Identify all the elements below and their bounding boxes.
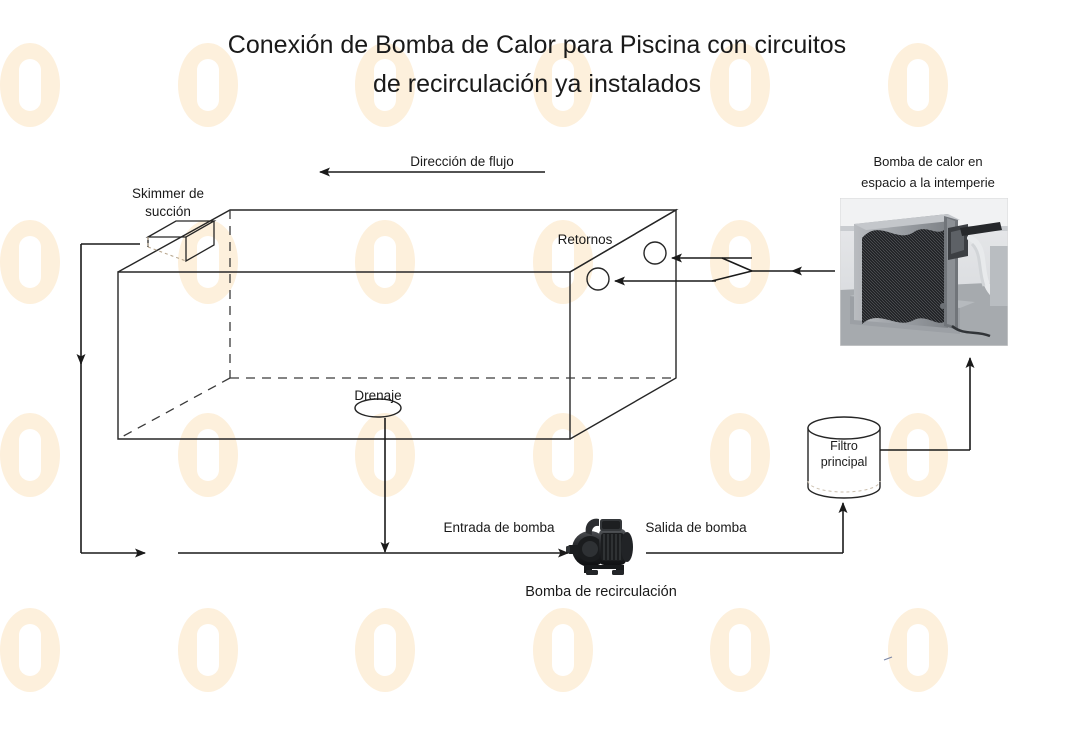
recirculation-pump-label: Bomba de recirculación [525,584,677,600]
returns-label: Retornos [558,232,613,247]
skimmer-hidden-edges [147,237,187,262]
skimmer-label-line2: succión [145,204,191,219]
return-outlet-upper [643,241,667,265]
drain-label: Drenaje [354,388,401,403]
filter-label-line2: principal [821,455,868,469]
stray-mark [883,656,893,661]
skimmer-label-line1: Skimmer de [132,186,204,201]
flow-direction-label: Dirección de flujo [410,154,514,169]
pump-inlet-label: Entrada de bomba [443,520,555,535]
pump-outlet-label: Salida de bomba [645,520,747,535]
suction-pipe [76,243,146,558]
heatpump-label-line2: espacio a la intemperie [861,175,995,190]
heatpump-label-line1: Bomba de calor en [873,154,982,169]
return-outlet-lower [586,267,610,291]
main-filter [807,416,881,499]
pool-returns [586,241,667,291]
filter-to-heatpump-pipe [880,357,975,451]
skimmer-box [145,220,217,263]
page-title-line1: Conexión de Bomba de Calor para Piscina … [228,31,846,59]
pump-outlet-pipe [646,502,848,554]
filter-label-line1: Filtro [830,439,858,453]
page-title-line2: de recirculación ya instalados [373,70,701,98]
